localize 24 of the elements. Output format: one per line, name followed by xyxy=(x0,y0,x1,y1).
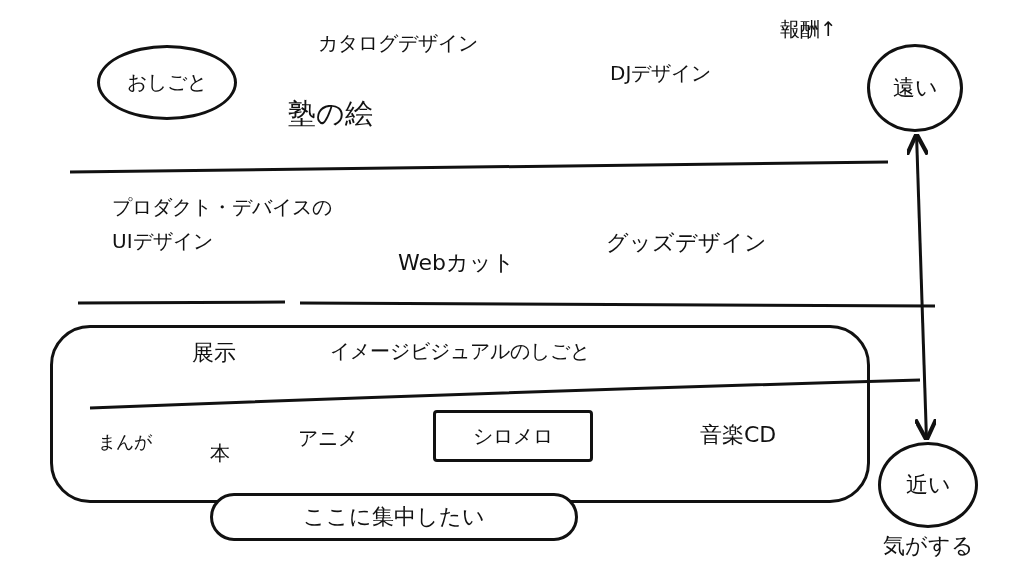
node-text: シロメロ xyxy=(473,422,553,450)
boxed-label xyxy=(433,410,593,462)
double-arrow xyxy=(904,131,939,443)
text-label: 展示 xyxy=(192,339,236,367)
far-circle xyxy=(867,44,963,132)
text-label: イメージビジュアルのしごと xyxy=(330,338,590,365)
side-note: 気がする xyxy=(882,532,974,560)
text-label: アニメ xyxy=(298,425,358,452)
text-label: 音楽CD xyxy=(700,421,777,449)
text-label: カタログデザイン xyxy=(318,30,478,57)
text-label: DJデザイン xyxy=(610,60,712,87)
node-text: 遠い xyxy=(892,74,938,102)
text-label: グッズデザイン xyxy=(606,229,767,257)
focus-pill xyxy=(210,493,578,541)
text-label: プロダクト・デバイスのUIデザイン xyxy=(112,194,333,255)
text-label: 本 xyxy=(210,440,230,467)
node-text: おしごと xyxy=(127,69,207,96)
text-label: 報酬↑ xyxy=(780,16,837,43)
text-label: 塾の絵 xyxy=(288,96,373,132)
node-text: 近い xyxy=(905,471,951,499)
text-label: まんが xyxy=(98,430,152,454)
topic-ellipse xyxy=(97,45,237,120)
text-label: Webカット xyxy=(398,249,515,277)
node-text: ここに集中したい xyxy=(303,503,485,531)
